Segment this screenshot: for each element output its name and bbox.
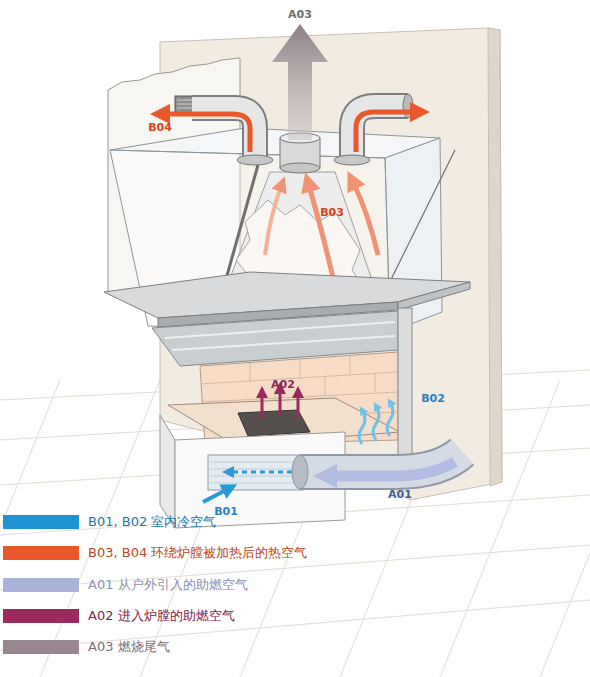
intake-grille — [208, 455, 303, 490]
legend-row: B01, B02 室内冷空气 — [0, 513, 590, 531]
callout-code: B02 — [421, 392, 445, 405]
callout-code: A03 — [288, 8, 312, 21]
legend-text: A03 燃烧尾气 — [88, 638, 170, 656]
legend-swatch — [3, 609, 79, 623]
cold-air-arrow — [359, 410, 365, 444]
callout-code: A02 — [271, 378, 295, 391]
legend-text: B03, B04 环绕炉膛被加热后的热空气 — [88, 544, 307, 562]
cold-air-arrow — [387, 402, 393, 436]
combustion-arrow — [297, 392, 300, 418]
legend-text: A02 进入炉膛的助燃空气 — [88, 607, 235, 625]
hot-air-arrow — [160, 114, 250, 152]
legend-row: A03 燃烧尾气 — [0, 638, 590, 656]
callout-code: A01 — [388, 488, 412, 501]
shelf-edge — [398, 282, 470, 310]
pipe-end — [292, 455, 308, 489]
legend-swatch — [3, 515, 79, 529]
cold-air-arrow — [228, 471, 292, 474]
legend-swatch — [3, 640, 79, 654]
legend-text: A01 从户外引入的助燃空气 — [88, 576, 248, 594]
legend-swatch — [3, 546, 79, 560]
grille-slats — [210, 462, 301, 483]
hot-air-arrow — [356, 112, 420, 152]
cold-air-arrow — [203, 488, 230, 502]
legend-swatch — [3, 578, 79, 592]
legend-row: B03, B04 环绕炉膛被加热后的热空气 — [0, 544, 590, 562]
door-glass — [165, 322, 395, 350]
callout-code: B03 — [320, 206, 344, 219]
cold-air-arrow — [373, 406, 379, 440]
legend-row: A01 从户外引入的助燃空气 — [0, 576, 590, 594]
pedestal-side — [160, 415, 175, 528]
flue-collar — [280, 163, 320, 173]
exhaust-arrow — [272, 24, 328, 140]
wall-edge — [488, 28, 502, 486]
legend-row: A02 进入炉膛的助燃空气 — [0, 607, 590, 625]
combustion-arrow — [261, 392, 264, 418]
callout-code: B04 — [148, 121, 172, 134]
combustion-arrow — [279, 388, 282, 416]
duct-collar — [334, 155, 370, 165]
duct-collar — [237, 155, 273, 165]
legend-text: B01, B02 室内冷空气 — [88, 513, 216, 531]
callout-code: B01 — [214, 505, 238, 518]
outside-air-arrow — [325, 462, 455, 476]
